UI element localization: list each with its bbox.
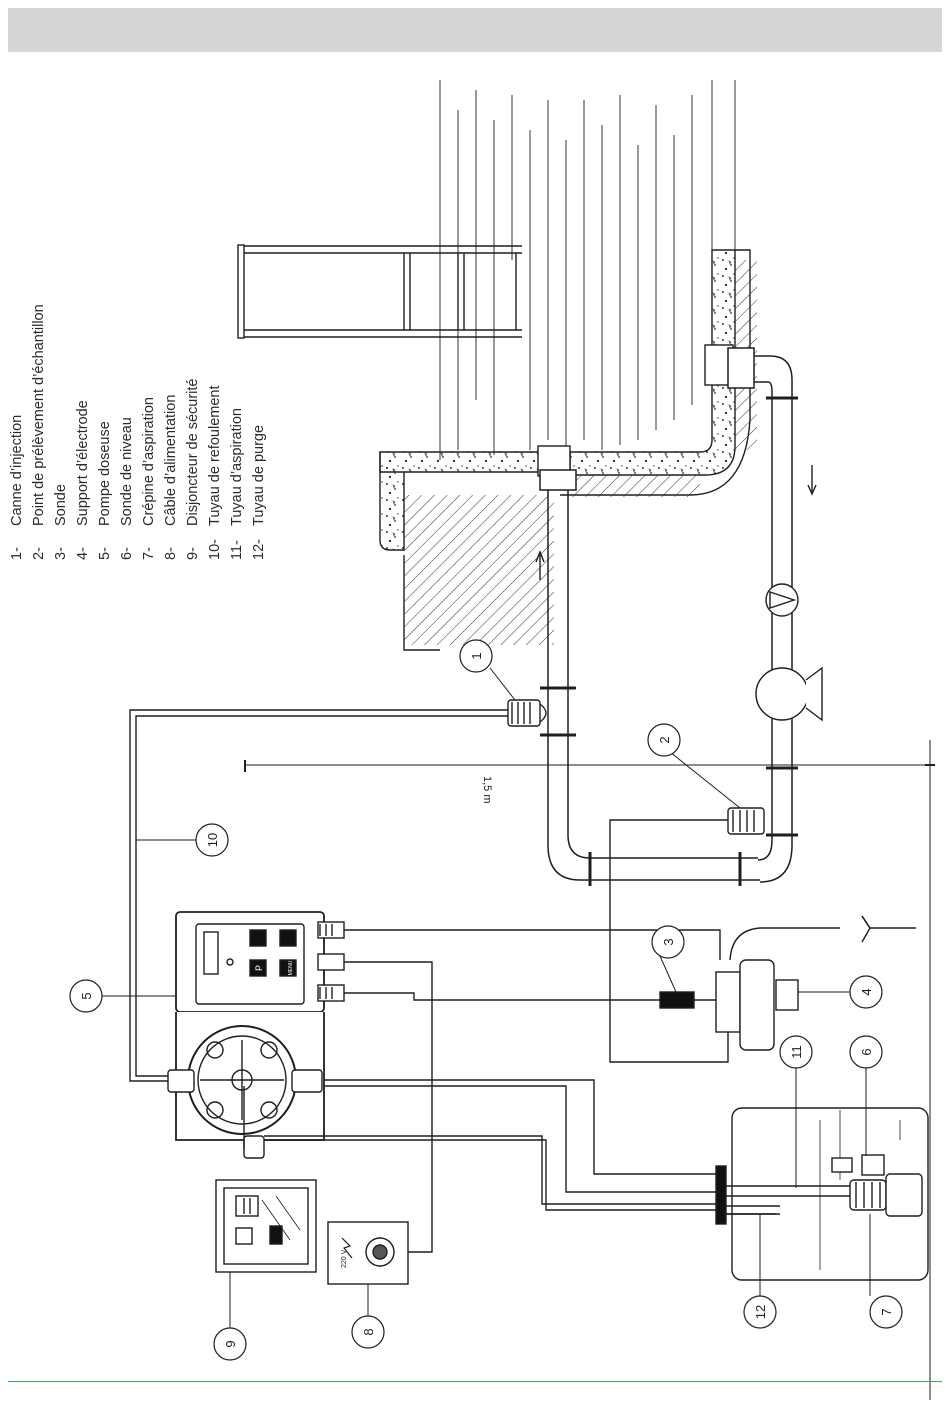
callout-12-label: 12 bbox=[753, 1305, 768, 1319]
callout-1-label: 1 bbox=[469, 652, 484, 659]
callout-3-label: 3 bbox=[661, 938, 676, 945]
callout-leaders bbox=[102, 667, 871, 1328]
footer-line bbox=[8, 1381, 942, 1382]
pool-water bbox=[439, 80, 693, 460]
pump-cables bbox=[243, 929, 721, 1253]
callout-2-circle bbox=[647, 723, 681, 757]
callout-7-circle bbox=[869, 1295, 903, 1329]
callout-10-circle bbox=[195, 823, 229, 857]
callout-4-circle bbox=[849, 975, 883, 1009]
probe bbox=[659, 991, 716, 1009]
callout-11-label: 11 bbox=[789, 1045, 804, 1059]
callout-9-label: 9 bbox=[223, 1340, 238, 1347]
callout-2-label: 2 bbox=[657, 736, 672, 743]
callout-circles bbox=[69, 639, 903, 1361]
injection-fitting bbox=[507, 699, 547, 727]
callout-12-circle bbox=[743, 1295, 777, 1329]
delivery-tube bbox=[129, 709, 508, 1082]
header-bar bbox=[8, 8, 942, 52]
callout-5-circle bbox=[69, 979, 103, 1013]
electrode-holder bbox=[609, 819, 916, 1063]
pump-key-p: P bbox=[254, 965, 264, 971]
callout-6-label: 6 bbox=[859, 1048, 874, 1055]
flow-arrow-up bbox=[535, 550, 545, 580]
filter-symbol bbox=[765, 583, 799, 617]
pool-wall bbox=[379, 80, 757, 651]
dimension-label: 1,5 m bbox=[481, 776, 493, 804]
callout-5-label: 5 bbox=[79, 992, 94, 999]
pool-ladder bbox=[237, 244, 522, 339]
dimension-line bbox=[244, 740, 935, 1400]
callout-8-circle bbox=[351, 1315, 385, 1349]
callout-10-label: 10 bbox=[205, 833, 220, 847]
callout-7-label: 7 bbox=[879, 1308, 894, 1315]
callout-3-circle bbox=[651, 925, 685, 959]
callout-8-label: 8 bbox=[361, 1328, 376, 1335]
callout-11-circle bbox=[779, 1035, 813, 1069]
chemical-tank bbox=[715, 1107, 929, 1281]
power-label: 220 V bbox=[341, 1249, 348, 1268]
return-pipe bbox=[539, 469, 760, 886]
circulation-pump bbox=[755, 666, 823, 722]
suction-pipe bbox=[727, 347, 798, 883]
callout-6-circle bbox=[849, 1035, 883, 1069]
safety-breaker bbox=[215, 1179, 317, 1273]
sample-point bbox=[727, 807, 765, 835]
callout-9-circle bbox=[213, 1327, 247, 1361]
pump-key-menu: MENU bbox=[288, 960, 294, 975]
flow-arrow-down bbox=[807, 465, 817, 496]
power-socket bbox=[327, 1221, 409, 1285]
callout-4-label: 4 bbox=[859, 988, 874, 995]
dosing-pump bbox=[167, 911, 345, 1159]
callout-1-circle bbox=[459, 639, 493, 673]
